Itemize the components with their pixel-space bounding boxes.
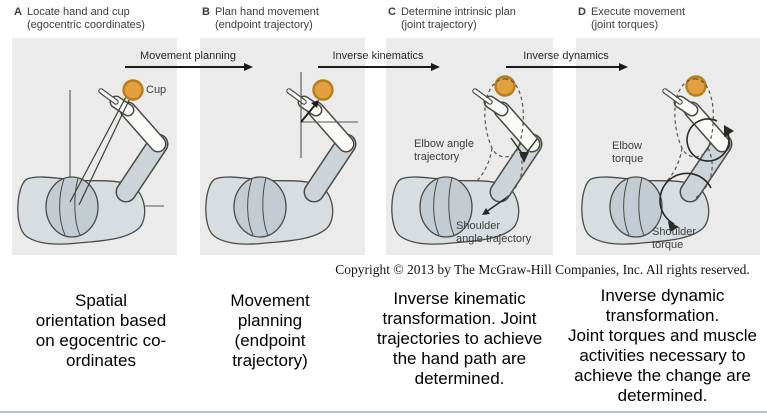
caption-line: orientation based (35, 311, 167, 330)
panel-d-header: D Execute movement (joint torques) (578, 6, 685, 32)
panel-d-illustration (576, 75, 734, 255)
flow-arrow-line (125, 63, 253, 71)
trajectory-arrowhead-icon (311, 100, 319, 108)
cup-icon (312, 79, 334, 101)
flow-arrow-inverse-dynamics: Inverse dynamics (506, 50, 628, 71)
elbow-torque-label-line2: torque (612, 153, 644, 165)
panel-b-letter: B (202, 6, 210, 18)
panel-d-canvas: Elbow torque Shoulder torque (576, 38, 760, 255)
elbow-angle-arrowhead-icon (519, 152, 529, 163)
shoulder-torque-arrowhead-icon (668, 221, 679, 232)
elbow-torque-label-line1: Elbow (612, 140, 642, 152)
panel-c-letter: C (388, 6, 396, 18)
panel-b-canvas (200, 38, 365, 255)
caption-movement-planning: Movement planning (endpoint trajectory) (200, 291, 340, 371)
caption-line: determined. (414, 369, 505, 388)
sight-line-2 (78, 95, 132, 206)
panel-b-illustration (200, 72, 358, 255)
caption-line: activities necessary to (579, 346, 746, 365)
panel-c-canvas: Elbow angle trajectory Shoulder angle tr… (386, 38, 553, 255)
flow-label-inverse-dynamics: Inverse dynamics (523, 50, 609, 62)
elbow-angle-label: Elbow angle trajectory (414, 138, 474, 164)
elbow-angle-label-line1: Elbow angle (414, 138, 474, 150)
caption-line: achieve the change are (574, 366, 751, 385)
caption-line: (endpoint (234, 331, 306, 350)
caption-line: trajectories to achieve (376, 329, 543, 348)
panel-d-title-line1: Execute movement (590, 6, 686, 18)
elbow-torque-arc (686, 118, 730, 162)
panel-c-title-line1: Determine intrinsic plan (400, 6, 516, 18)
panel-a-title-line1: Locate hand and cup (26, 6, 130, 18)
cup-icon (494, 75, 516, 97)
panel-c-title-line2: (joint trajectory) (400, 19, 477, 31)
caption-line: transformation. Joint (382, 309, 537, 328)
caption-inverse-kinematic: Inverse kinematic transformation. Joint … (352, 289, 567, 389)
panel-a-canvas: Cup (12, 38, 177, 255)
arrowhead-icon (431, 63, 440, 71)
caption-line: transformation. (605, 306, 720, 325)
flow-arrow-line (318, 63, 440, 71)
flow-arrow-line (506, 63, 628, 71)
shoulder-angle-arrowhead-icon (482, 208, 490, 215)
shoulder-torque-label: Shoulder torque (652, 226, 696, 252)
panel-b-title-line1: Plan hand movement (214, 6, 319, 18)
panel-c-header: C Determine intrinsic plan (joint trajec… (388, 6, 516, 32)
caption-line: Joint torques and muscle (568, 326, 757, 345)
shoulder-angle-label: Shoulder angle trajectory (456, 220, 531, 246)
sight-line-1 (69, 92, 129, 203)
caption-line: on egocentric co- (35, 331, 167, 350)
shoulder-angle-label-line2: angle trajectory (456, 233, 532, 245)
caption-line: Inverse kinematic (393, 289, 526, 308)
panel-a-illustration (12, 79, 177, 255)
shoulder-angle-label-line1: Shoulder (456, 220, 501, 232)
panel-a-title-line2: (egocentric coordinates) (26, 19, 145, 31)
caption-line: planning (237, 311, 303, 330)
elbow-torque-arrowhead-icon (724, 125, 734, 137)
caption-line: trajectory) (232, 351, 308, 370)
panel-d-letter: D (578, 6, 586, 18)
caption-line: determined. (617, 386, 708, 405)
caption-line: the hand path are (392, 349, 527, 368)
cup-label: Cup (146, 84, 167, 96)
caption-line: Inverse dynamic (600, 286, 725, 305)
copyright-notice: Copyright © 2013 by The McGraw-Hill Comp… (335, 262, 750, 277)
elbow-torque-label: Elbow torque (612, 140, 643, 166)
panel-b-title: Plan hand movement (endpoint trajectory) (215, 6, 319, 32)
panel-c-title: Determine intrinsic plan (joint trajecto… (401, 6, 516, 32)
arrowhead-icon (619, 63, 628, 71)
caption-spatial-orientation: Spatial orientation based on egocentric … (5, 291, 197, 371)
cup-icon (685, 75, 707, 97)
panel-c-illustration (386, 75, 551, 255)
panel-a-title: Locate hand and cup (egocentric coordina… (27, 6, 145, 32)
flow-label-inverse-kinematics: Inverse kinematics (332, 50, 424, 62)
caption-line: Movement (230, 291, 310, 310)
panel-d-title-line2: (joint torques) (590, 19, 659, 31)
cup-icon (122, 79, 144, 101)
flow-arrow-movement-planning: Movement planning (125, 50, 253, 71)
shoulder-angle-line (485, 197, 507, 213)
panel-b-title-line2: (endpoint trajectory) (214, 19, 313, 31)
panel-d-title: Execute movement (joint torques) (591, 6, 685, 32)
flow-label-movement-planning: Movement planning (139, 50, 236, 62)
shoulder-torque-label-line2: torque (652, 239, 684, 251)
elbow-angle-label-line2: trajectory (414, 151, 460, 163)
panel-b-header: B Plan hand movement (endpoint trajector… (202, 6, 319, 32)
caption-inverse-dynamic: Inverse dynamic transformation. Joint to… (558, 286, 767, 406)
panel-a-letter: A (14, 6, 22, 18)
caption-line: Spatial (75, 291, 127, 310)
bottom-divider (0, 411, 767, 413)
panel-a-header: A Locate hand and cup (egocentric coordi… (14, 6, 145, 32)
shoulder-torque-arc (659, 172, 712, 225)
trajectory-vector-line (300, 104, 316, 123)
caption-line: ordinates (66, 351, 136, 370)
flow-arrow-inverse-kinematics: Inverse kinematics (318, 50, 440, 71)
shoulder-torque-label-line1: Shoulder (652, 226, 697, 238)
arrowhead-icon (244, 63, 253, 71)
